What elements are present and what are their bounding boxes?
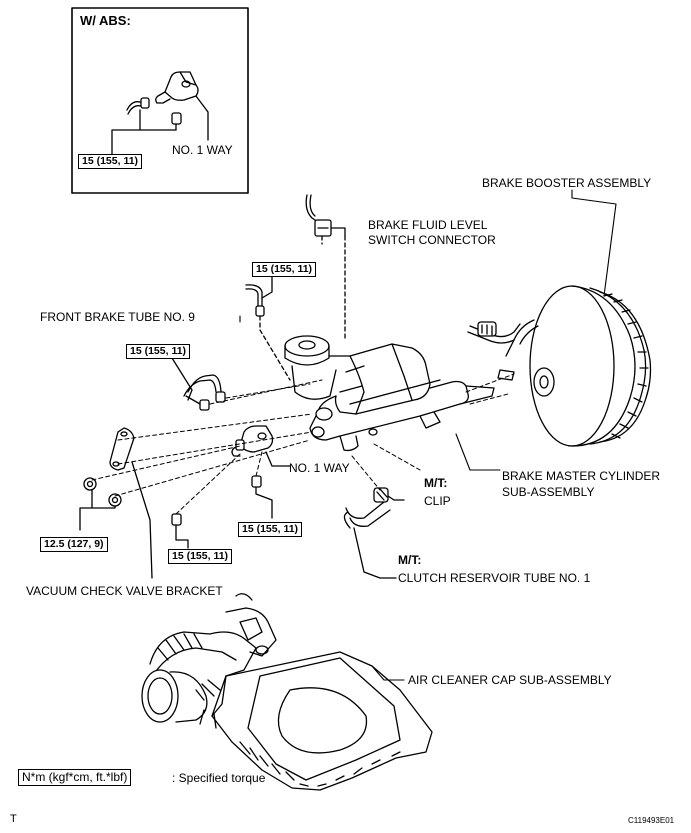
inset-leader [111, 109, 177, 155]
master-cyl-leader [455, 433, 501, 471]
torque-lower-right: 15 (155, 11) [238, 522, 303, 537]
brake-booster-label: BRAKE BOOSTER ASSEMBLY [482, 176, 652, 190]
mt-reservoir-prefix: M/T: [398, 553, 422, 567]
center-no1way-part [231, 425, 291, 467]
inset-no1way-part [155, 71, 209, 141]
fluid-level-label-line1: BRAKE FLUID LEVEL [368, 218, 488, 232]
footer-mark: T [10, 813, 17, 825]
guide-lines [91, 373, 515, 515]
front-brake-tube-no9 [171, 357, 226, 411]
torque-left-tube: 15 (155, 11) [126, 344, 191, 359]
air-cleaner-cap [141, 593, 433, 791]
inset-torque-label: 15 (155, 11) [78, 154, 143, 169]
master-cylinder-label-line2: SUB-ASSEMBLY [502, 485, 595, 499]
upper-brake-tube [245, 275, 291, 381]
no1way-label: NO. 1 WAY [289, 461, 350, 475]
air-cleaner-leader [371, 665, 405, 681]
front-brake-tube-label: FRONT BRAKE TUBE NO. 9 [40, 310, 195, 324]
figure-code: C119493E01 [628, 816, 675, 825]
inset-tubes [126, 97, 182, 131]
inset-frame [71, 7, 249, 194]
lower-fittings [171, 475, 273, 549]
legend-torque-box: N*m (kgf*cm, ft.*lbf) [18, 769, 132, 786]
fluid-level-label-line2: SWITCH CONNECTOR [368, 233, 496, 247]
inset-title: W/ ABS: [80, 13, 131, 28]
torque-upper-tube: 15 (155, 11) [252, 262, 317, 277]
torque-lower-left: 15 (155, 11) [168, 549, 233, 564]
air-cleaner-label: AIR CLEANER CAP SUB-ASSEMBLY [408, 673, 612, 687]
brake-booster [467, 285, 652, 447]
fluid-level-connector [305, 194, 346, 341]
clutch-reservoir-tube [343, 487, 405, 579]
inset-no1way-label: NO. 1 WAY [172, 143, 233, 157]
vacuum-check-valve-bracket [79, 427, 153, 579]
torque-bracket: 12.5 (127, 9) [40, 537, 108, 552]
vacuum-bracket-label: VACUUM CHECK VALVE BRACKET [26, 584, 223, 598]
clutch-reservoir-label: CLUTCH RESERVOIR TUBE NO. 1 [398, 571, 591, 585]
clip-label: CLIP [424, 494, 451, 508]
legend-description: : Specified torque [172, 771, 266, 785]
master-cylinder [284, 335, 495, 452]
master-cylinder-label-line1: BRAKE MASTER CYLINDER [502, 469, 661, 483]
mt-clip-prefix: M/T: [424, 476, 448, 490]
booster-leader [571, 189, 617, 297]
